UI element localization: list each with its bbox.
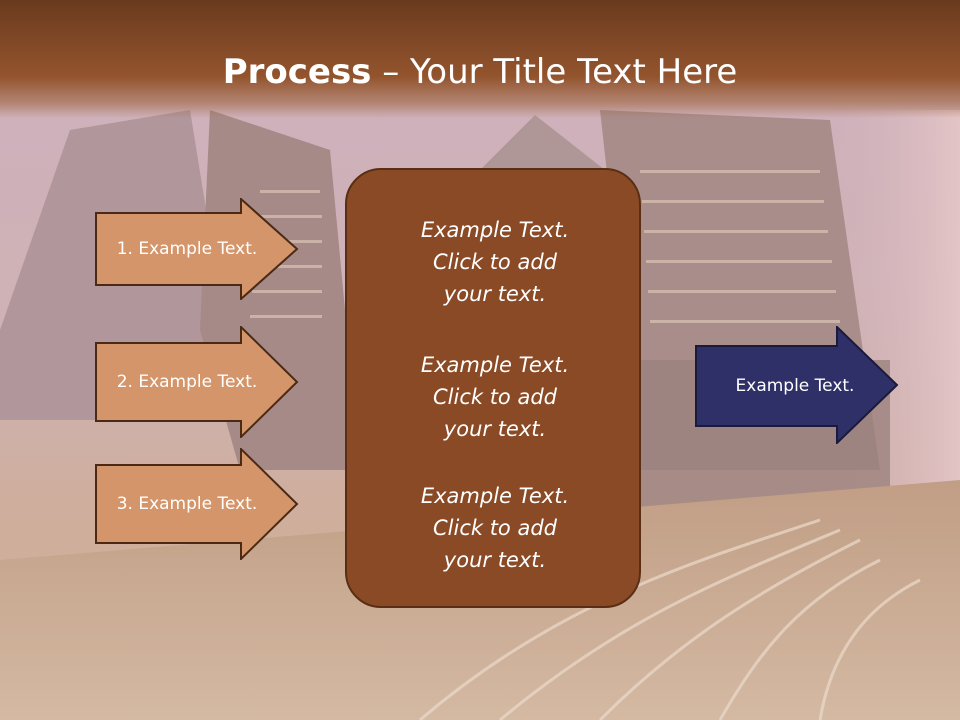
process-text-block-2: Example Text. Click to add your text.: [347, 349, 643, 445]
block-line: Example Text.: [420, 218, 570, 242]
block-line: Click to add: [432, 516, 557, 540]
block-line: Click to add: [432, 250, 557, 274]
title-rest-part: – Your Title Text Here: [371, 52, 738, 92]
process-text-block-3: Example Text. Click to add your text.: [347, 480, 643, 576]
arrow-shape: [95, 448, 299, 560]
block-line: your text.: [443, 417, 547, 441]
block-line: Click to add: [432, 385, 557, 409]
output-arrow-label: Example Text.: [735, 376, 855, 396]
output-arrow[interactable]: Example Text.: [695, 326, 899, 444]
input-arrow-label: 3. Example Text.: [116, 494, 258, 514]
slide-title: Process – Your Title Text Here: [0, 52, 960, 92]
title-bold-part: Process: [222, 52, 372, 92]
input-arrow-label: 1. Example Text.: [116, 239, 258, 259]
block-line: Example Text.: [420, 353, 570, 377]
input-arrow-label: 2. Example Text.: [116, 372, 258, 392]
title-bar: [0, 0, 960, 118]
arrow-shape: [95, 326, 299, 438]
arrow-shape: [695, 326, 899, 444]
block-line: Example Text.: [420, 484, 570, 508]
arrow-shape: [95, 198, 299, 300]
block-line: your text.: [443, 548, 547, 572]
input-arrow-2[interactable]: 2. Example Text.: [95, 326, 299, 438]
process-box[interactable]: Example Text. Click to add your text. Ex…: [345, 168, 641, 608]
input-arrow-3[interactable]: 3. Example Text.: [95, 448, 299, 560]
process-text-block-1: Example Text. Click to add your text.: [347, 214, 643, 310]
input-arrow-1[interactable]: 1. Example Text.: [95, 198, 299, 300]
block-line: your text.: [443, 282, 547, 306]
